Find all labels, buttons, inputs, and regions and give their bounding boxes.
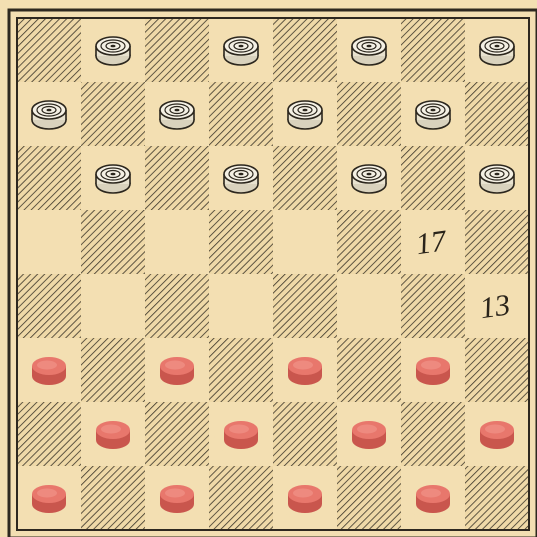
dark-square <box>401 274 465 338</box>
dark-square <box>145 18 209 82</box>
red-checker-piece[interactable] <box>406 355 454 391</box>
dark-square <box>465 210 529 274</box>
white-checker-piece[interactable] <box>341 36 389 70</box>
dark-square <box>17 274 81 338</box>
dark-square <box>401 18 465 82</box>
dark-square <box>465 466 529 530</box>
red-checker-piece[interactable] <box>22 483 70 519</box>
white-checker-piece[interactable] <box>85 36 133 70</box>
white-checker-piece[interactable] <box>213 164 261 198</box>
white-checker-piece[interactable] <box>213 36 261 70</box>
red-checker-piece[interactable] <box>406 483 454 519</box>
dark-square <box>273 18 337 82</box>
red-checker-piece[interactable] <box>278 483 326 519</box>
dark-square <box>17 18 81 82</box>
red-checker-piece[interactable] <box>214 419 262 455</box>
red-checker-piece[interactable] <box>150 483 198 519</box>
dark-square <box>209 466 273 530</box>
white-checker-piece[interactable] <box>469 164 517 198</box>
dark-square <box>337 466 401 530</box>
dark-square <box>145 274 209 338</box>
red-checker-piece[interactable] <box>470 419 518 455</box>
dark-square <box>337 82 401 146</box>
dark-square <box>81 210 145 274</box>
white-checker-piece[interactable] <box>405 100 453 134</box>
light-square <box>209 274 273 338</box>
dark-square <box>209 210 273 274</box>
red-checker-piece[interactable] <box>278 355 326 391</box>
dark-square <box>209 338 273 402</box>
dark-square <box>337 210 401 274</box>
dark-square <box>81 338 145 402</box>
dark-square <box>337 338 401 402</box>
dark-square <box>17 402 81 466</box>
dark-square <box>273 274 337 338</box>
white-checker-piece[interactable] <box>341 164 389 198</box>
white-checker-piece[interactable] <box>277 100 325 134</box>
white-checker-piece[interactable] <box>149 100 197 134</box>
red-checker-piece[interactable] <box>150 355 198 391</box>
white-checker-piece[interactable] <box>21 100 69 134</box>
dark-square <box>81 466 145 530</box>
light-square <box>145 210 209 274</box>
white-checker-piece[interactable] <box>469 36 517 70</box>
dark-square <box>401 402 465 466</box>
light-square <box>81 274 145 338</box>
red-checker-piece[interactable] <box>22 355 70 391</box>
red-checker-piece[interactable] <box>342 419 390 455</box>
board-squares <box>17 18 529 530</box>
dark-square <box>145 402 209 466</box>
dark-square <box>273 402 337 466</box>
light-square <box>17 210 81 274</box>
dark-square <box>401 146 465 210</box>
dark-square <box>17 146 81 210</box>
dark-square <box>273 146 337 210</box>
dark-square <box>465 82 529 146</box>
dark-square <box>209 82 273 146</box>
dark-square <box>145 146 209 210</box>
dark-square <box>81 82 145 146</box>
dark-square <box>465 338 529 402</box>
light-square <box>273 210 337 274</box>
square-number-annotation: 13 <box>478 288 512 325</box>
white-checker-piece[interactable] <box>85 164 133 198</box>
light-square <box>337 274 401 338</box>
red-checker-piece[interactable] <box>86 419 134 455</box>
